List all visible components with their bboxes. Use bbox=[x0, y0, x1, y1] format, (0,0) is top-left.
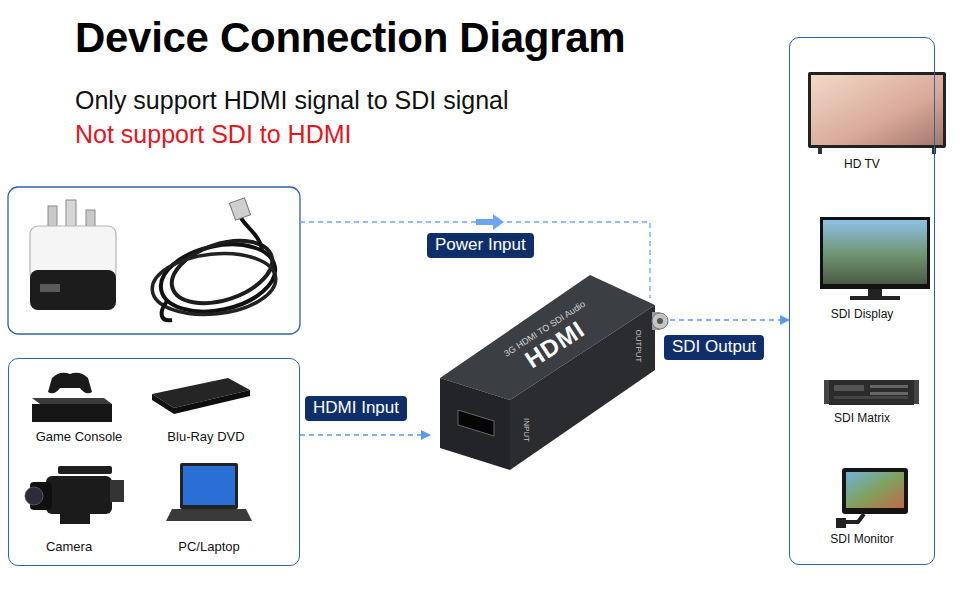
blu-ray-icon bbox=[174, 390, 250, 414]
tag-text: HDMI Input bbox=[313, 398, 399, 417]
usb-cable bbox=[162, 300, 172, 320]
converter-end bbox=[440, 378, 510, 470]
sdi-monitor-icon bbox=[836, 468, 908, 528]
tag-text: Power Input bbox=[435, 235, 526, 254]
sdi-matrix-icon bbox=[870, 392, 908, 395]
sdi-matrix-icon bbox=[824, 380, 919, 405]
camera-icon bbox=[58, 466, 112, 474]
hdmi-port bbox=[458, 410, 494, 436]
device-label: PC/Laptop bbox=[178, 539, 239, 554]
power-panel bbox=[8, 187, 300, 334]
sdi-matrix-icon bbox=[834, 396, 908, 399]
power-adapter bbox=[30, 270, 116, 310]
sdi-monitor-icon bbox=[842, 468, 908, 514]
device-label: SDI Display bbox=[790, 307, 934, 321]
blu-ray-icon bbox=[152, 378, 250, 414]
game-console-icon bbox=[32, 398, 112, 404]
sdi-monitor-icon bbox=[836, 518, 846, 528]
hd-tv-icon bbox=[808, 72, 946, 148]
power-panel bbox=[8, 187, 300, 334]
device-label: HD TV bbox=[790, 157, 934, 171]
sdi-matrix-icon bbox=[834, 385, 864, 391]
game-console-icon bbox=[48, 373, 92, 394]
hd-tv-icon bbox=[932, 148, 936, 154]
port-name: OUTPUT bbox=[634, 330, 643, 363]
source-panel: Game Console Blu-Ray DVD Camera PC/Laptop bbox=[8, 358, 300, 566]
tag-text: SDI Output bbox=[672, 337, 756, 356]
device-label: Game Console bbox=[36, 429, 123, 444]
device-label: SDI Monitor bbox=[790, 532, 934, 546]
usb-cable bbox=[240, 216, 262, 252]
hd-tv-icon bbox=[808, 72, 946, 154]
display-panel: HD TV SDI DisplaySDI MatrixSDI Monitor bbox=[789, 37, 935, 565]
sdi-matrix-icon bbox=[870, 385, 908, 388]
sdi-matrix-icon bbox=[829, 380, 914, 405]
sdi-display-icon bbox=[823, 220, 927, 284]
camera-icon bbox=[60, 514, 90, 524]
sdi-display-icon bbox=[820, 217, 930, 300]
power-adapter bbox=[66, 200, 76, 228]
port-tag: HDMI Input bbox=[305, 396, 407, 421]
signal-arrow bbox=[670, 319, 789, 321]
port-tag: Power Input bbox=[427, 233, 534, 258]
camera-icon bbox=[110, 480, 124, 502]
bnc-connector bbox=[652, 313, 668, 329]
sdi-display-icon bbox=[850, 296, 900, 300]
laptop-icon bbox=[180, 463, 238, 509]
converter-device: 3G HDMI TO SDI AudioHDMIINPUTOUTPUT bbox=[430, 260, 670, 475]
laptop-icon bbox=[183, 466, 235, 505]
sdi-monitor-icon bbox=[846, 472, 904, 508]
usb-cable bbox=[149, 248, 279, 321]
warning-note: Not support SDI to HDMI bbox=[75, 120, 351, 149]
device-label: Blu-Ray DVD bbox=[167, 429, 244, 444]
support-note: Only support HDMI signal to SDI signal bbox=[75, 86, 509, 115]
diagram-title: Device Connection Diagram bbox=[75, 14, 625, 62]
signal-arrow bbox=[300, 434, 430, 436]
usb-cable bbox=[149, 198, 281, 322]
sdi-display-icon bbox=[820, 217, 930, 289]
camera-icon bbox=[25, 487, 43, 505]
device-label: SDI Matrix bbox=[790, 411, 934, 425]
power-line bbox=[476, 214, 504, 230]
bnc-connector bbox=[657, 318, 663, 324]
game-console-icon bbox=[32, 373, 112, 422]
port-name: INPUT bbox=[522, 418, 531, 442]
camera-icon bbox=[46, 476, 112, 514]
usb-cable bbox=[229, 198, 250, 220]
hd-tv-icon bbox=[818, 148, 822, 154]
power-adapter bbox=[30, 200, 116, 310]
blu-ray-icon bbox=[152, 394, 174, 414]
device-label: Camera bbox=[46, 539, 92, 554]
game-console-icon bbox=[32, 404, 112, 422]
laptop-icon bbox=[166, 509, 252, 521]
converter-body bbox=[430, 260, 670, 475]
usb-cable bbox=[164, 229, 280, 314]
hd-tv-icon bbox=[811, 75, 943, 145]
port-tag: SDI Output bbox=[664, 335, 764, 360]
power-adapter bbox=[40, 284, 60, 292]
laptop-icon bbox=[166, 463, 252, 521]
camera-icon bbox=[25, 466, 124, 524]
